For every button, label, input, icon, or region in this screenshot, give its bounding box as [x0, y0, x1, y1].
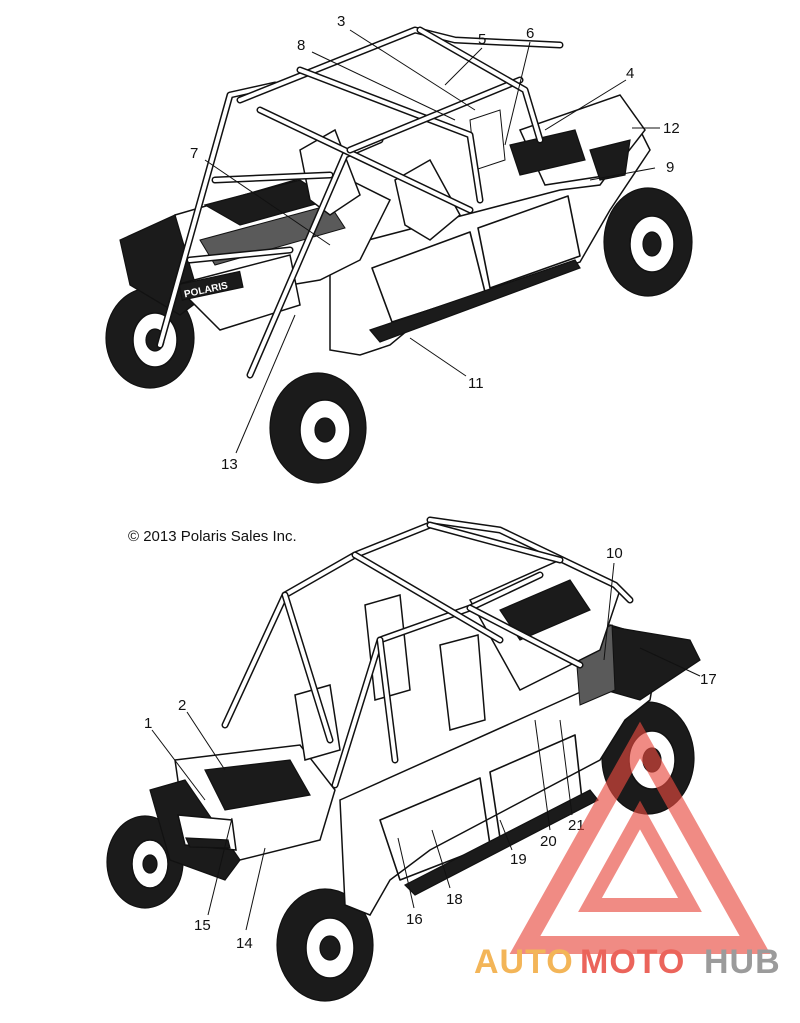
callout-10: 10: [606, 545, 623, 562]
callout-17: 17: [700, 671, 717, 688]
callout-4: 4: [626, 65, 634, 82]
callout-1: 1: [144, 715, 152, 732]
callout-12: 12: [663, 120, 680, 137]
rear-right-wheel: [269, 372, 367, 484]
callout-19: 19: [510, 851, 527, 868]
watermark-logo: AUTO MOTO HUB: [474, 721, 781, 981]
top-roll-cage: [156, 26, 564, 379]
top-leader-lines: [204, 29, 660, 454]
callout-16: 16: [406, 911, 423, 928]
callout-20: 20: [540, 833, 557, 850]
watermark-triangle-inner: [578, 800, 702, 912]
callout-18: 18: [446, 891, 463, 908]
callout-3: 3: [337, 13, 345, 30]
callout-11: 11: [468, 375, 484, 392]
callout-9: 9: [666, 159, 674, 176]
watermark-text-auto: AUTO: [474, 943, 574, 981]
callout-13: 13: [221, 456, 238, 473]
callout-5: 5: [478, 31, 486, 48]
callout-14: 14: [236, 935, 253, 952]
watermark-text-moto: MOTO: [580, 943, 685, 981]
watermark-text-hub: HUB: [704, 943, 781, 981]
copyright-notice: © 2013 Polaris Sales Inc.: [128, 528, 297, 545]
bottom-roll-cage: [221, 516, 634, 789]
top-vehicle-illustration: POLARIS: [105, 13, 693, 484]
front-right-wheel-bottom: [276, 888, 374, 1002]
callout-6: 6: [526, 25, 534, 42]
front-right-wheel: [603, 187, 693, 297]
callout-7: 7: [190, 145, 198, 162]
bottom-leader-lines: [151, 562, 701, 931]
callout-8: 8: [297, 37, 305, 54]
callout-2: 2: [178, 697, 186, 714]
watermark-triangle-outer: [509, 721, 771, 954]
callout-15: 15: [194, 917, 211, 934]
